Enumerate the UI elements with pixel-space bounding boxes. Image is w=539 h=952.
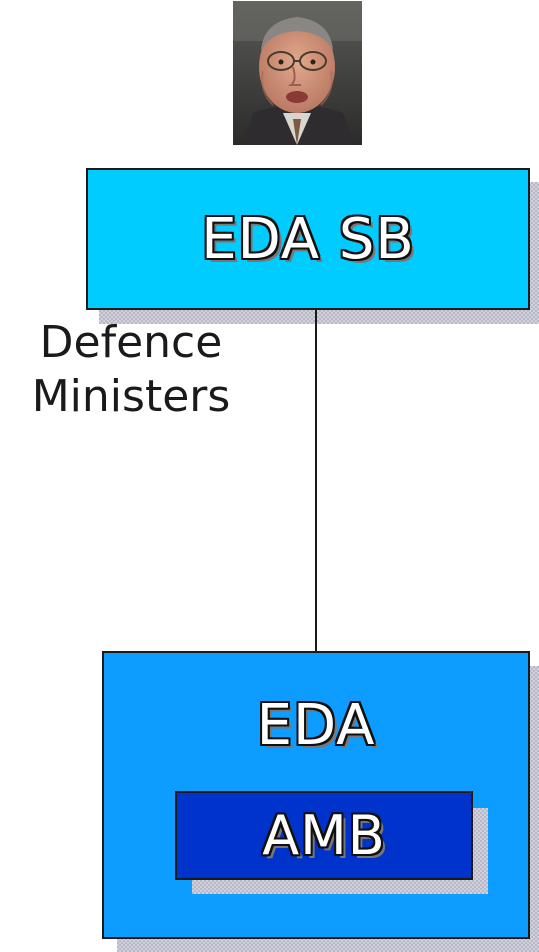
amb-node: AMB <box>175 791 473 880</box>
amb-label: AMB <box>262 804 386 867</box>
portrait-image <box>233 1 362 145</box>
eda-sb-label: EDA SB <box>201 206 415 272</box>
side-label-line2: Ministers <box>31 371 231 422</box>
side-label-line1: Defence <box>39 317 223 368</box>
eda-sb-node: EDA SB <box>86 168 530 310</box>
portrait-photo <box>233 1 362 145</box>
defence-ministers-label: Defence Ministers <box>0 316 262 424</box>
eda-label: EDA <box>256 693 376 758</box>
connector-line <box>315 310 317 652</box>
